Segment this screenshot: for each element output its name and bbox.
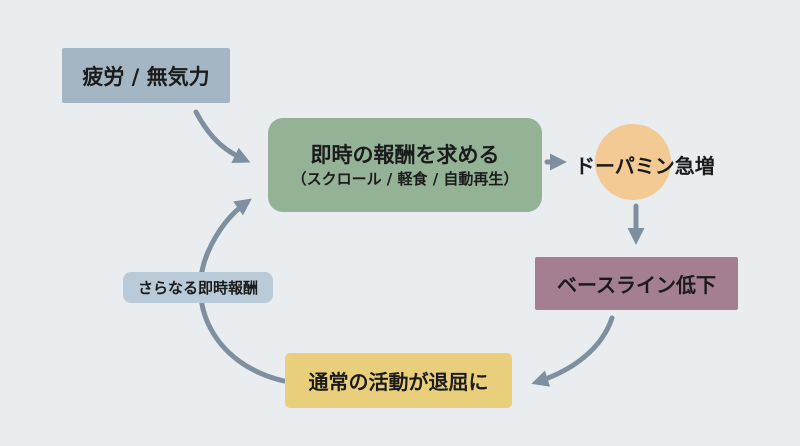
node-baseline-decline-label: ベースライン低下: [557, 273, 716, 297]
label-more-immediate-reward: さらなる即時報酬: [123, 272, 273, 303]
arrow-boring-to-seek: [197, 198, 287, 384]
node-activities-boring: 通常の活動が退屈に: [285, 353, 512, 408]
node-baseline-decline: ベースライン低下: [535, 257, 738, 310]
node-dopamine-label: ドーパミン急増: [575, 154, 715, 178]
arrow-baseline-to-boring: [531, 315, 615, 387]
label-more-immediate-reward-text: さらなる即時報酬: [137, 279, 258, 297]
node-seek-reward-sublabel: （スクロール / 軽食 / 自動再生）: [291, 170, 519, 189]
node-fatigue: 疲労 / 無気力: [62, 48, 230, 103]
node-seek-reward: 即時の報酬を求める （スクロール / 軽食 / 自動再生）: [268, 118, 542, 212]
node-seek-reward-label: 即時の報酬を求める: [310, 142, 500, 167]
arrow-fatigue-to-seek: [193, 109, 251, 163]
node-activities-boring-label: 通常の活動が退屈に: [308, 370, 489, 394]
node-fatigue-label: 疲労 / 無気力: [82, 64, 210, 89]
dopamine-circle: [595, 124, 671, 200]
